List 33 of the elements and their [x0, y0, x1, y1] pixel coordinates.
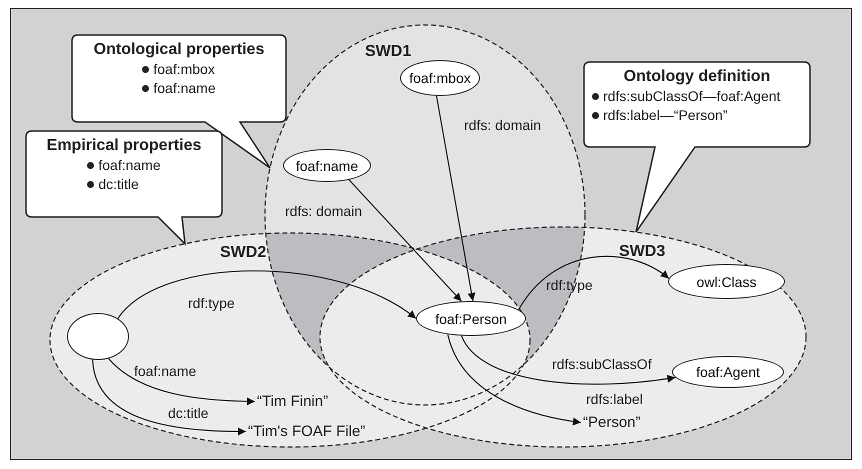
- bullet-item: foaf:name: [98, 156, 161, 175]
- bullet-item: rdfs:subClassOf—foaf:Agent: [603, 87, 780, 106]
- arrow: [108, 358, 255, 406]
- callout-heading: Ontology definition: [624, 67, 770, 87]
- bullet-item: foaf:name: [153, 79, 216, 98]
- edge-label: rdfs:label: [586, 390, 643, 408]
- arrow: [348, 179, 462, 302]
- edge-label: rdf:type: [188, 294, 235, 312]
- edge-label: rdfs: domain: [464, 116, 542, 134]
- region-title: SWD1: [365, 43, 412, 61]
- bullet-item: foaf:mbox: [153, 60, 215, 79]
- edge-label: foaf:name: [134, 362, 196, 380]
- bullet-item: rdfs:label—“Person”: [603, 106, 728, 125]
- edge-label: rdf:type: [546, 276, 593, 294]
- region-title: SWD2: [220, 244, 266, 262]
- arrow: [118, 270, 416, 319]
- literal-value: “Tim's FOAF File”: [248, 422, 398, 441]
- callout-heading: Ontological properties: [94, 40, 264, 60]
- bullet-item: dc:title: [98, 175, 139, 194]
- edge-label: rdfs: domain: [285, 202, 362, 220]
- callout-box: [26, 131, 222, 244]
- literal-value: “Tim Finin”: [257, 392, 353, 411]
- edge-label: dc:title: [168, 404, 208, 422]
- callout-heading: Empirical properties: [46, 136, 202, 156]
- arrow: [92, 360, 246, 436]
- edge-label: rdfs:subClassOf: [552, 355, 652, 373]
- callout-box: [584, 62, 810, 232]
- arrow: [436, 96, 476, 302]
- arrow: [460, 335, 676, 385]
- arrow: [518, 256, 670, 310]
- arrow: [447, 334, 582, 426]
- literal-value: “Person”: [583, 413, 645, 432]
- region-title: SWD3: [619, 243, 666, 261]
